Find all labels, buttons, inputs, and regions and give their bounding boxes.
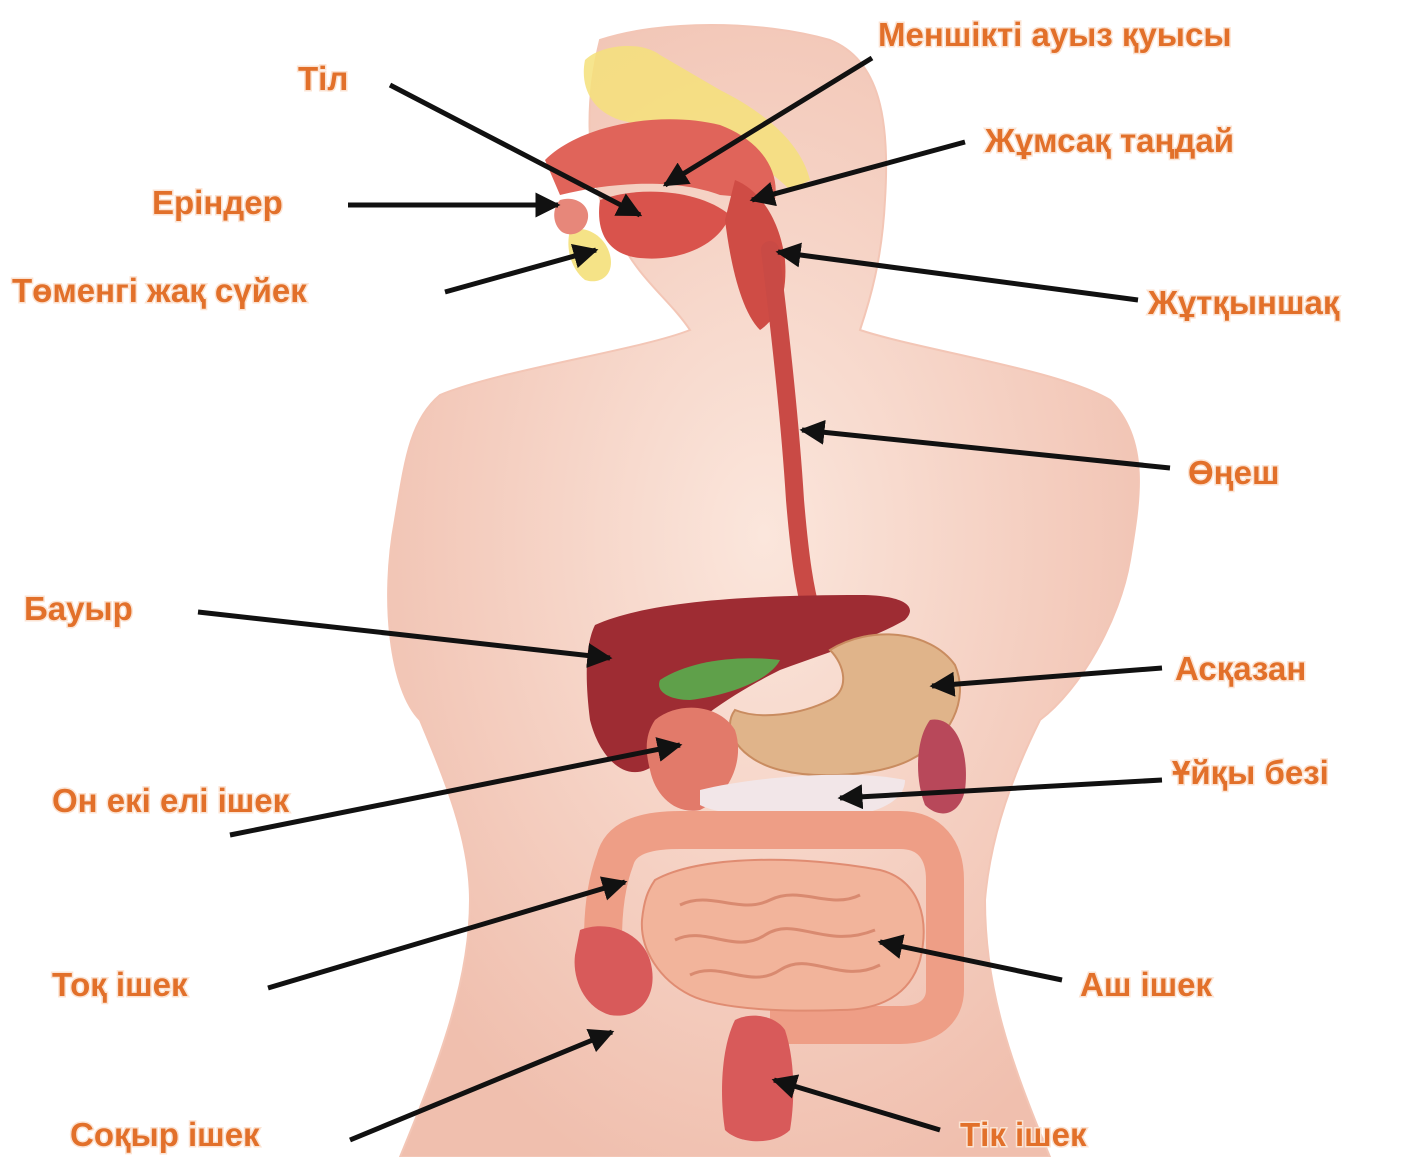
label-duodenum: Он екі елі ішек [52, 782, 290, 819]
label-mouth-cavity: Меншікті ауыз қуысы [878, 16, 1232, 53]
label-soft-palate: Жұмсақ таңдай [984, 122, 1234, 159]
label-pancreas: Ұйқы безі [1172, 754, 1329, 791]
label-cecum: Соқыр ішек [70, 1116, 260, 1153]
label-large-intestine: Тоқ ішек [52, 966, 188, 1003]
arrow-lower-jaw [445, 250, 596, 292]
label-lips: Еріндер [152, 184, 283, 221]
label-lower-jaw: Төменгі жақ сүйек [12, 272, 307, 309]
label-tongue: Тіл [298, 60, 348, 97]
label-stomach: Асқазан [1175, 650, 1306, 687]
small-intestine-shape [642, 860, 924, 1011]
label-esophagus: Өңеш [1188, 454, 1279, 491]
lips-shape [554, 199, 588, 235]
rectum-shape [722, 1016, 793, 1142]
label-liver: Бауыр [24, 590, 133, 627]
label-pharynx: Жұтқыншақ [1147, 284, 1340, 321]
label-small-intestine: Аш ішек [1080, 966, 1213, 1003]
label-rectum: Тік ішек [960, 1116, 1087, 1153]
